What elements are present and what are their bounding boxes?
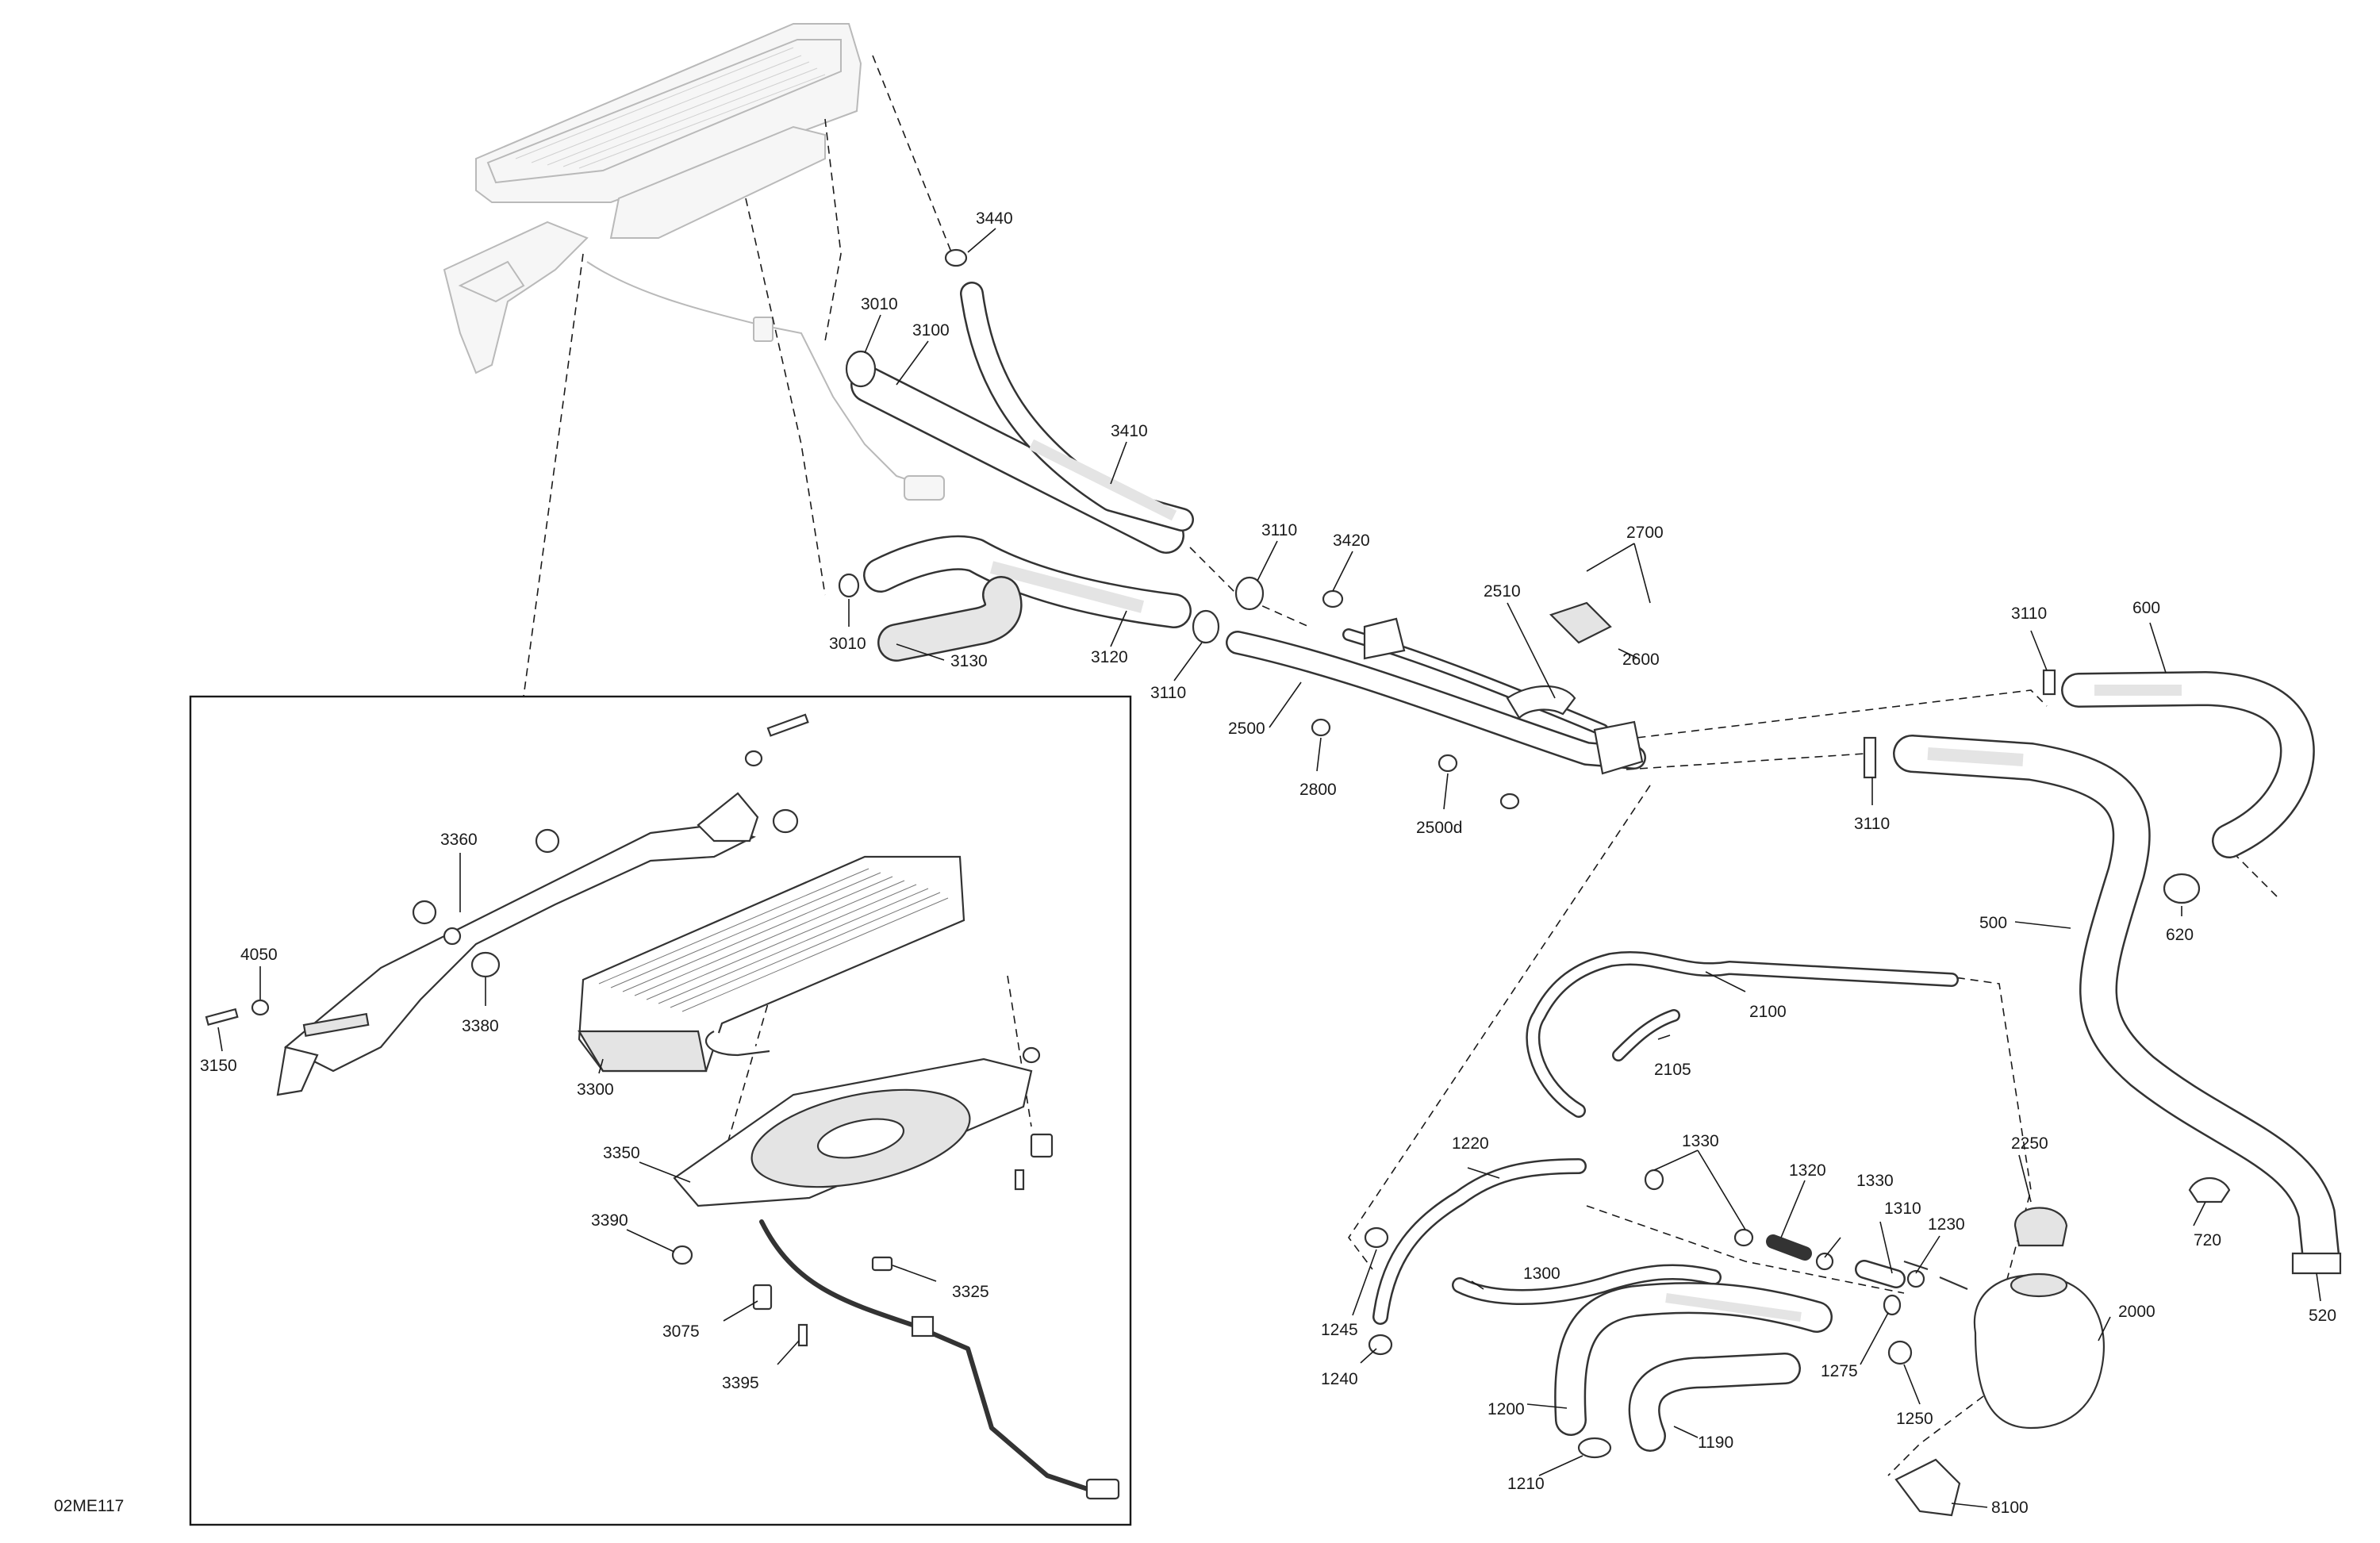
label-3440: 3440: [976, 209, 1013, 228]
dashed-guides: [523, 55, 2278, 1476]
label-720: 720: [2194, 1231, 2221, 1249]
label-600: 600: [2132, 599, 2160, 617]
expansion-tank: [1894, 1207, 2105, 1517]
label-1245: 1245: [1321, 1321, 1358, 1339]
label-3100: 3100: [912, 321, 950, 340]
label-3325: 3325: [952, 1283, 989, 1301]
label-2500: 2500: [1228, 720, 1265, 738]
label-2510: 2510: [1484, 582, 1521, 601]
label-1300: 1300: [1523, 1265, 1560, 1283]
label-1190: 1190: [1698, 1434, 1733, 1452]
right-hoses: [1893, 671, 2340, 1272]
label-3110-d: 3110: [1854, 815, 1890, 833]
label-1320: 1320: [1789, 1161, 1826, 1180]
label-3130: 3130: [950, 652, 988, 670]
label-3120: 3120: [1091, 648, 1128, 666]
label-500: 500: [1979, 914, 2007, 932]
label-1230: 1230: [1928, 1215, 1965, 1234]
label-2500d: 2500d: [1416, 819, 1462, 837]
hose-2100: [1526, 950, 1959, 1118]
label-2250: 2250: [2011, 1134, 2048, 1153]
label-620: 620: [2166, 926, 2194, 944]
label-1240: 1240: [1321, 1370, 1358, 1388]
label-3350: 3350: [603, 1144, 640, 1162]
label-1330-a: 1330: [1682, 1132, 1719, 1150]
label-1220: 1220: [1452, 1134, 1489, 1153]
inset-frame: [189, 695, 1132, 1526]
label-1330-b: 1330: [1856, 1172, 1894, 1190]
label-3110-a: 3110: [1261, 521, 1297, 539]
lower-hoses: [1372, 1158, 1906, 1452]
clamps: [838, 248, 2342, 1459]
label-1250: 1250: [1896, 1410, 1933, 1428]
label-2800: 2800: [1299, 781, 1337, 799]
upper-hoses: [850, 282, 1646, 775]
label-3010-bottom: 3010: [829, 635, 866, 653]
label-3420: 3420: [1333, 532, 1370, 550]
label-4050: 4050: [240, 946, 278, 964]
label-1210: 1210: [1507, 1475, 1545, 1493]
label-2000: 2000: [2118, 1303, 2155, 1321]
label-3110-b: 3110: [1150, 684, 1186, 702]
label-3010-top: 3010: [861, 295, 898, 313]
label-3390: 3390: [591, 1211, 628, 1230]
leader-lines: [217, 228, 2321, 1508]
label-1200: 1200: [1488, 1400, 1525, 1418]
label-3380: 3380: [462, 1017, 499, 1035]
label-3110-c: 3110: [2011, 605, 2047, 623]
inset-contents: [205, 713, 1120, 1500]
label-3410: 3410: [1111, 422, 1148, 440]
label-520: 520: [2309, 1307, 2336, 1325]
label-3360: 3360: [440, 831, 478, 849]
label-2600: 2600: [1622, 651, 1660, 669]
label-3075: 3075: [662, 1322, 700, 1341]
part-labels: 3440 3010 3100 3410 3010 3130 3120 3110 …: [54, 209, 2336, 1517]
label-1310: 1310: [1884, 1199, 1921, 1218]
label-3300: 3300: [577, 1080, 614, 1099]
label-3395: 3395: [722, 1374, 759, 1392]
radiator-core: [598, 868, 949, 1012]
figure-code: 02ME117: [54, 1497, 124, 1515]
label-2700: 2700: [1626, 524, 1664, 542]
ghost-radiator-assembly: [443, 23, 945, 501]
label-2105: 2105: [1654, 1061, 1691, 1079]
label-1275: 1275: [1821, 1362, 1858, 1380]
label-3150: 3150: [200, 1057, 237, 1075]
label-2100: 2100: [1749, 1003, 1787, 1021]
label-8100: 8100: [1991, 1499, 2029, 1517]
